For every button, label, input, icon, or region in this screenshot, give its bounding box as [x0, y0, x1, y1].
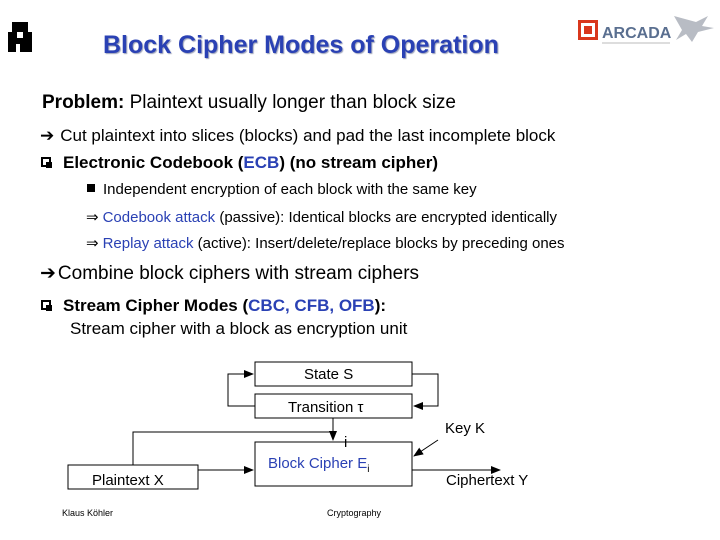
block-cipher-text: Block Cipher E [268, 455, 368, 472]
university-logo-icon [8, 22, 32, 52]
problem-text: Plaintext usually longer than block size [124, 92, 456, 113]
right-arrow-icon: ➔ [40, 126, 55, 145]
stream-modes-bullet: Stream Cipher Modes (CBC, CFB, OFB): [41, 296, 386, 316]
stream-modes-description: Stream cipher with a block as encryption… [70, 319, 408, 338]
slice-bullet: ➔ Cut plaintext into slices (blocks) and … [40, 126, 555, 146]
square-bullet-icon [41, 156, 52, 168]
footer-topic: Cryptography [327, 508, 382, 518]
square-bullet-icon [41, 299, 52, 311]
implies-icon: ⇒ [86, 209, 99, 226]
key-line [413, 439, 439, 457]
block-cipher-subscript: i [367, 464, 370, 475]
block-cipher-label: Block Cipher Ei [268, 455, 369, 475]
arcada-logo-icon: ARCADA [578, 16, 714, 44]
replay-attack-term: Replay attack [102, 235, 194, 252]
arcada-logo-text: ARCADA [602, 25, 672, 42]
problem-label: Problem: [42, 92, 125, 113]
index-label: i [344, 434, 348, 451]
transition-label: Transition τ [288, 399, 364, 416]
slice-text: Cut plaintext into slices (blocks) and p… [60, 126, 556, 145]
right-arrow-icon: ➔ [40, 263, 56, 284]
sub3-text: (active): Insert/delete/replace blocks b… [193, 235, 565, 252]
feedback-right-line [412, 373, 439, 410]
scm-suffix: ): [374, 296, 387, 315]
scm-prefix: Stream Cipher Modes ( [63, 296, 249, 315]
plaintext-label: Plaintext X [92, 472, 164, 489]
ecb-bullet: Electronic Codebook (ECB) (no stream cip… [41, 153, 438, 173]
feedback-left-line [227, 370, 255, 407]
ciphertext-label: Ciphertext Y [446, 472, 529, 489]
filled-square-bullet-icon [87, 184, 95, 193]
ecb-suffix: ) (no stream cipher) [279, 153, 439, 172]
ecb-sub-bullet-1: Independent encryption of each block wit… [87, 181, 477, 198]
scm-modes: CBC, CFB, OFB [248, 296, 375, 315]
sub1-text: Independent encryption of each block wit… [103, 181, 477, 198]
ecb-sub-bullet-2: ⇒Codebook attack (passive): Identical bl… [86, 208, 557, 226]
ecb-sub-bullet-3: ⇒Replay attack (active): Insert/delete/r… [86, 234, 565, 252]
codebook-attack-term: Codebook attack [102, 209, 216, 226]
state-label: State S [304, 366, 354, 383]
footer-author: Klaus Köhler [62, 508, 114, 518]
slide-title: Block Cipher Modes of Operation [103, 31, 499, 59]
implies-icon: ⇒ [86, 235, 99, 252]
sub2-text: (passive): Identical blocks are encrypte… [215, 209, 557, 226]
problem-statement: Problem: Plaintext usually longer than b… [42, 92, 456, 114]
ecb-prefix: Electronic Codebook ( [63, 153, 244, 172]
combine-bullet: ➔Combine block ciphers with stream ciphe… [40, 262, 419, 285]
ecb-abbr: ECB [243, 153, 280, 172]
combine-text: Combine block ciphers with stream cipher… [57, 263, 420, 284]
key-label: Key K [445, 420, 486, 437]
